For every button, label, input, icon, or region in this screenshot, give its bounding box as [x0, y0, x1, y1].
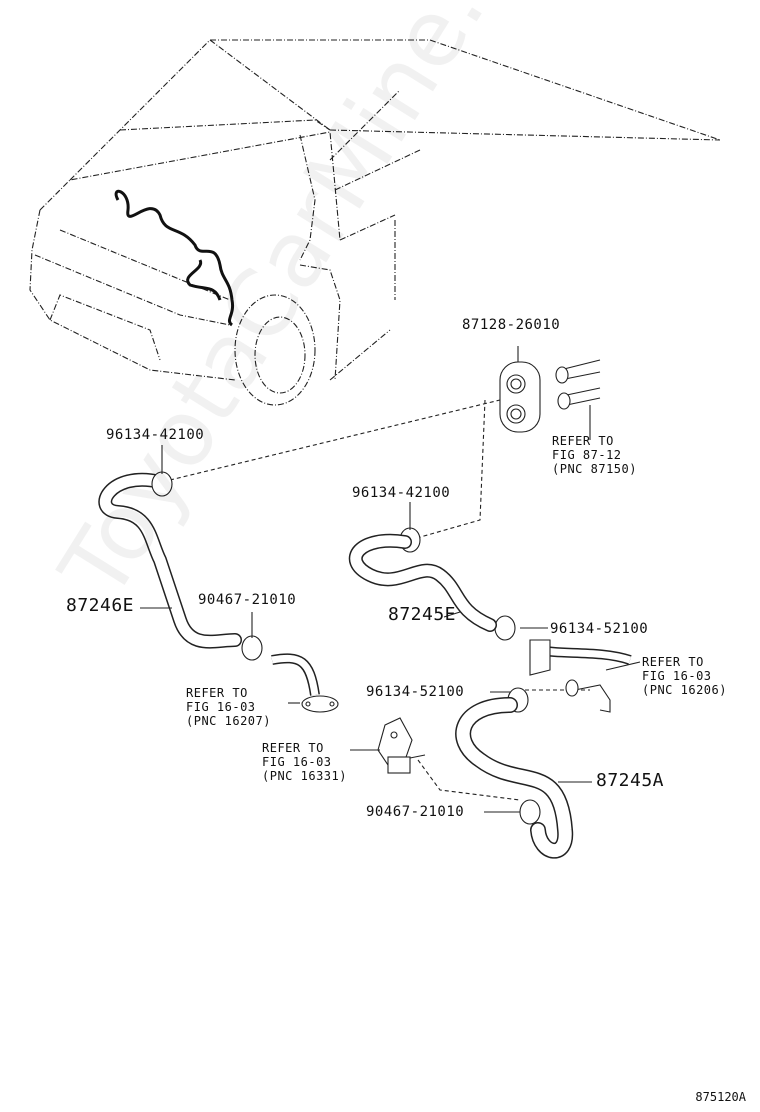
ref-fig16-left: REFER TO FIG 16-03 (PNC 16207) [186, 686, 271, 728]
label-96134-42100-left: 96134-42100 [106, 427, 205, 443]
ref-fig16-right: REFER TO FIG 16-03 (PNC 16206) [642, 655, 727, 697]
label-87246e: 87246E [66, 595, 135, 616]
label-96134-52100-upper: 96134-52100 [550, 621, 649, 637]
ref-fig16-center-line1: REFER TO [262, 741, 324, 755]
label-87245e: 87245E [388, 604, 457, 625]
label-90467-21010-lower: 90467-21010 [366, 804, 465, 820]
label-87245a: 87245A [596, 770, 665, 791]
ref-fig16-right-line2: FIG 16-03 [642, 669, 712, 683]
ref-fig16-right-line1: REFER TO [642, 655, 704, 669]
diagram-code: 875120A [695, 1090, 746, 1104]
label-96134-52100-lower: 96134-52100 [366, 684, 465, 700]
ref-fig87-line2: FIG 87-12 [552, 448, 622, 462]
ref-fig16-center: REFER TO FIG 16-03 (PNC 16331) [262, 741, 347, 783]
water-outlet-pipe-left [271, 653, 339, 713]
heater-pipes [555, 359, 601, 440]
label-96134-42100-mid: 96134-42100 [352, 485, 451, 501]
hose-87246e [98, 472, 242, 649]
engine-hose-route [114, 189, 235, 327]
ref-fig16-left-line1: REFER TO [186, 686, 248, 700]
ref-fig16-left-line3: (PNC 16207) [186, 714, 271, 728]
ref-fig87-line3: (PNC 87150) [552, 462, 637, 476]
water-inlet-fitting [377, 717, 426, 774]
ref-fig87-line1: REFER TO [552, 434, 614, 448]
grommet-part [499, 346, 541, 433]
ref-fig16-right-line3: (PNC 16206) [642, 683, 727, 697]
ref-fig16-center-line2: FIG 16-03 [262, 755, 332, 769]
label-90467-21010-upper: 90467-21010 [198, 592, 297, 608]
ref-fig16-center-line3: (PNC 16331) [262, 769, 347, 783]
label-87128-26010: 87128-26010 [462, 317, 561, 333]
ref-fig16-left-line2: FIG 16-03 [186, 700, 256, 714]
vehicle-outline [29, 39, 721, 406]
ref-fig87-12: REFER TO FIG 87-12 (PNC 87150) [552, 434, 637, 476]
water-pipe-right [529, 639, 632, 713]
